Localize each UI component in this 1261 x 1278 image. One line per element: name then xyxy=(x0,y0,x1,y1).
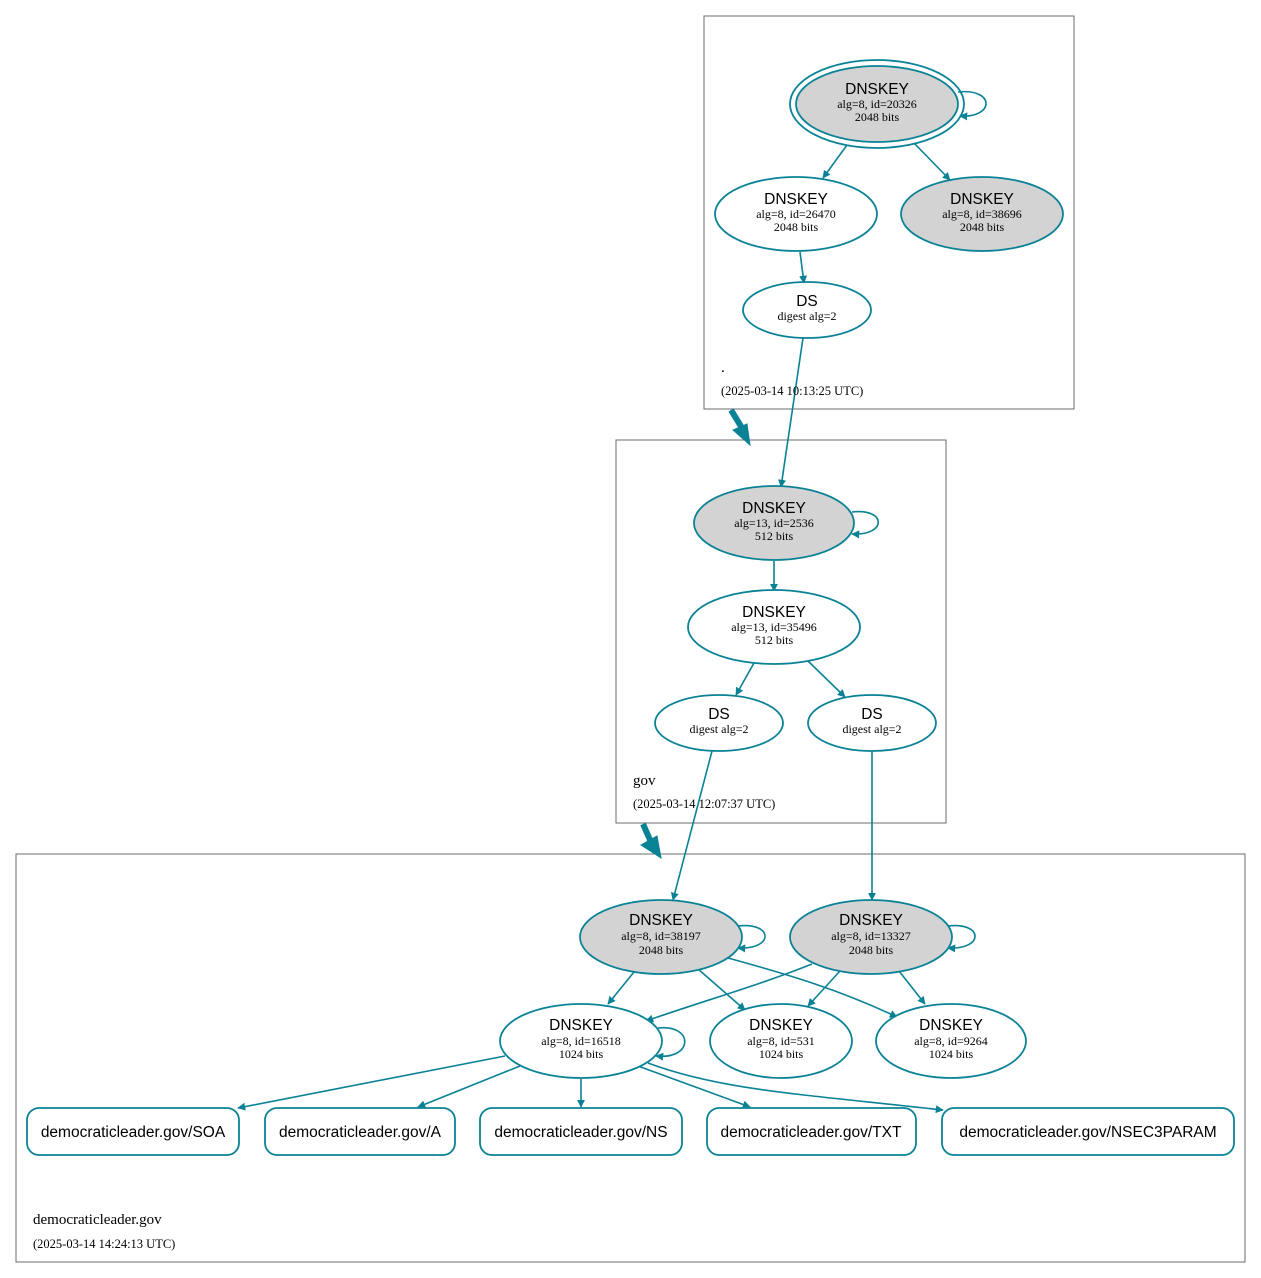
edge-dl-ksk2-zsk1 xyxy=(645,963,813,1023)
node-dl-ksk1: DNSKEY alg=8, id=38197 2048 bits xyxy=(579,899,743,975)
node-dl-ksk2: DNSKEY alg=8, id=13327 2048 bits xyxy=(789,899,953,975)
node-title: DNSKEY xyxy=(549,1017,613,1034)
delegation-arrowhead-root-gov xyxy=(732,423,751,447)
node-key-info: alg=8, id=13327 xyxy=(831,929,911,943)
node-gov-ds1: DS digest alg=2 xyxy=(654,694,784,752)
zone-box-gov xyxy=(615,439,947,824)
edge-dl-ksk1-zsk2 xyxy=(697,968,746,1011)
node-digest-info: digest alg=2 xyxy=(842,722,901,736)
edge-dl-zsk1-a xyxy=(417,1065,521,1109)
node-key-size: 2048 bits xyxy=(639,943,684,957)
node-key-size: 2048 bits xyxy=(774,220,819,234)
node-digest-info: digest alg=2 xyxy=(777,309,836,323)
node-root-zsk2: DNSKEY alg=8, id=38696 2048 bits xyxy=(900,176,1064,252)
edge-root-ds-gov-ksk xyxy=(778,337,804,488)
node-root-ksk: DNSKEY alg=8, id=20326 2048 bits xyxy=(789,59,965,149)
rrset-label: democraticleader.gov/TXT xyxy=(721,1124,902,1141)
edge-dl-ksk2-zsk2 xyxy=(807,970,841,1007)
node-title: DS xyxy=(708,706,730,723)
node-key-size: 2048 bits xyxy=(849,943,894,957)
node-gov-ksk: DNSKEY alg=13, id=2536 512 bits xyxy=(693,485,855,561)
zone-timestamp-root: (2025-03-14 10:13:25 UTC) xyxy=(721,384,863,398)
rrset-label: democraticleader.gov/NS xyxy=(494,1124,667,1141)
edge-gov-zsk-ds2 xyxy=(807,660,846,698)
edge-dl-zsk1-nsec3param xyxy=(647,1062,944,1114)
delegation-arrowhead-gov-leader xyxy=(640,835,662,860)
delegation-arrow-root-gov xyxy=(728,408,745,430)
node-title: DS xyxy=(861,706,883,723)
edge-dl-ksk2-zsk3 xyxy=(898,970,926,1005)
node-dl-zsk2: DNSKEY alg=8, id=531 1024 bits xyxy=(709,1003,853,1079)
edge-dl-ksk1-self xyxy=(737,924,766,953)
rrset-ns: democraticleader.gov/NS xyxy=(479,1107,683,1156)
node-title: DNSKEY xyxy=(629,912,693,929)
node-key-size: 2048 bits xyxy=(960,220,1005,234)
node-root-zsk1: DNSKEY alg=8, id=26470 2048 bits xyxy=(714,176,878,252)
node-key-size: 1024 bits xyxy=(929,1047,974,1061)
node-title: DNSKEY xyxy=(919,1017,983,1034)
node-title: DNSKEY xyxy=(742,604,806,621)
edge-root-ksk-zsk1 xyxy=(822,144,848,179)
node-gov-ds2: DS digest alg=2 xyxy=(807,694,937,752)
rrset-label: democraticleader.gov/SOA xyxy=(41,1124,226,1141)
edge-dl-zsk1-txt xyxy=(637,1065,751,1109)
node-gov-zsk: DNSKEY alg=13, id=35496 512 bits xyxy=(687,589,861,665)
node-key-size: 512 bits xyxy=(755,633,794,647)
zone-box-democraticleader xyxy=(15,853,1246,1263)
node-title: DNSKEY xyxy=(742,500,806,517)
edge-root-ksk-zsk2 xyxy=(913,142,951,181)
node-key-info: alg=8, id=38696 xyxy=(942,207,1022,221)
node-key-size: 1024 bits xyxy=(759,1047,804,1061)
edge-gov-zsk-ds1 xyxy=(735,662,755,696)
node-title: DNSKEY xyxy=(764,191,828,208)
node-key-size: 1024 bits xyxy=(559,1047,604,1061)
node-key-info: alg=8, id=26470 xyxy=(756,207,836,221)
node-title: DNSKEY xyxy=(839,912,903,929)
node-key-info: alg=8, id=16518 xyxy=(541,1034,621,1048)
node-digest-info: digest alg=2 xyxy=(689,722,748,736)
zone-timestamp-gov: (2025-03-14 12:07:37 UTC) xyxy=(633,797,775,811)
node-dl-zsk3: DNSKEY alg=8, id=9264 1024 bits xyxy=(875,1003,1027,1079)
node-key-info: alg=13, id=35496 xyxy=(731,620,817,634)
rrset-soa: democraticleader.gov/SOA xyxy=(26,1107,240,1156)
rrset-nsec3param: democraticleader.gov/NSEC3PARAM xyxy=(941,1107,1235,1156)
node-key-info: alg=8, id=9264 xyxy=(914,1034,988,1048)
edge-gov-ds1-dl-ksk1 xyxy=(670,750,713,901)
zone-name-democraticleader: democraticleader.gov xyxy=(33,1212,162,1228)
zone-timestamp-democraticleader: (2025-03-14 14:24:13 UTC) xyxy=(33,1237,175,1251)
edge-root-ksk-self xyxy=(957,90,987,121)
zone-name-gov: gov xyxy=(633,773,656,789)
edge-gov-ksk-self xyxy=(851,510,880,539)
edge-root-zsk1-ds xyxy=(799,251,808,284)
node-title: DNSKEY xyxy=(845,81,909,98)
rrset-txt: democraticleader.gov/TXT xyxy=(706,1107,917,1156)
delegation-arrow-gov-leader xyxy=(640,822,654,844)
edge-dl-ksk1-zsk3 xyxy=(727,957,898,1018)
rrset-label: democraticleader.gov/A xyxy=(279,1124,442,1141)
node-dl-zsk1: DNSKEY alg=8, id=16518 1024 bits xyxy=(499,1003,663,1079)
edge-dl-ksk1-zsk1 xyxy=(607,971,635,1005)
edge-dl-ksk2-self xyxy=(947,924,976,953)
node-key-info: alg=8, id=531 xyxy=(747,1034,815,1048)
edge-dl-zsk1-self xyxy=(655,1027,686,1061)
node-title: DNSKEY xyxy=(950,191,1014,208)
rrset-a: democraticleader.gov/A xyxy=(264,1107,456,1156)
node-title: DNSKEY xyxy=(749,1017,813,1034)
edge-dl-zsk1-soa xyxy=(237,1055,506,1111)
node-key-info: alg=13, id=2536 xyxy=(734,516,814,530)
node-title: DS xyxy=(796,293,818,310)
node-key-info: alg=8, id=38197 xyxy=(621,929,701,943)
node-root-ds: DS digest alg=2 xyxy=(742,281,872,339)
rrset-label: democraticleader.gov/NSEC3PARAM xyxy=(959,1124,1216,1141)
zone-box-root xyxy=(703,15,1075,410)
node-key-size: 512 bits xyxy=(755,529,794,543)
node-key-info: alg=8, id=20326 xyxy=(837,97,917,111)
zone-name-root: . xyxy=(721,360,725,376)
node-key-size: 2048 bits xyxy=(855,110,900,124)
